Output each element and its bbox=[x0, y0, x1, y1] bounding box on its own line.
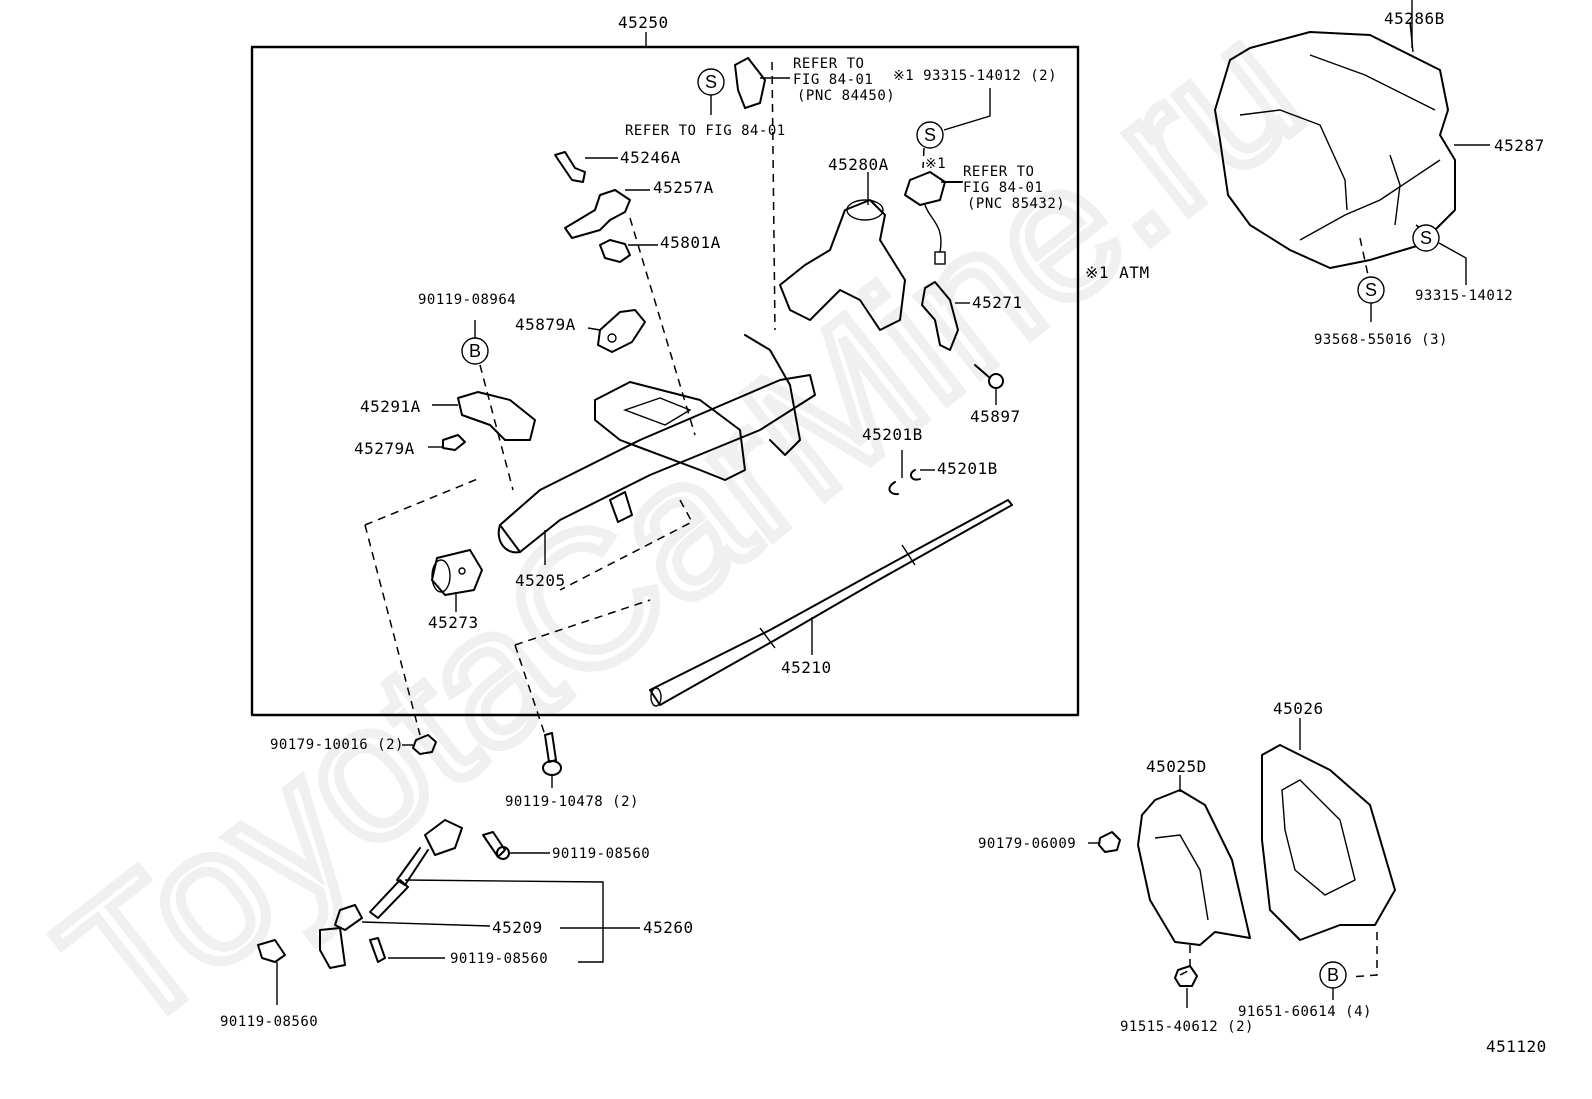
part-label-90119-08964[interactable]: 90119-08964 bbox=[418, 292, 516, 308]
part-label-45210[interactable]: 45210 bbox=[781, 658, 832, 677]
part-label-45273[interactable]: 45273 bbox=[428, 613, 479, 632]
part-label-45801A[interactable]: 45801A bbox=[660, 233, 721, 252]
s-symbol: S bbox=[705, 72, 717, 92]
part-label-45279A[interactable]: 45279A bbox=[354, 439, 415, 458]
key-cylinder-ref: S bbox=[697, 57, 790, 331]
part-45260-intermediate-shaft bbox=[257, 819, 640, 1005]
group-label[interactable]: 45250 bbox=[618, 13, 669, 32]
part-label-45271[interactable]: 45271 bbox=[972, 293, 1023, 312]
ref-top-line1[interactable]: REFER TO bbox=[793, 56, 864, 72]
part-label-45879A[interactable]: 45879A bbox=[515, 315, 576, 334]
part-label-45205[interactable]: 45205 bbox=[515, 571, 566, 590]
group-box-45250: 45250 bbox=[250, 13, 1080, 717]
part-label-45286B[interactable]: 45286B bbox=[1384, 9, 1445, 28]
part-label-45201B-lower[interactable]: 45201B bbox=[937, 459, 998, 478]
part-label-45291A[interactable]: 45291A bbox=[360, 397, 421, 416]
screw-s-symbol-bottom: S bbox=[1357, 237, 1385, 322]
b-symbol: B bbox=[1327, 965, 1339, 985]
part-label-45026[interactable]: 45026 bbox=[1273, 699, 1324, 718]
part-label-45246A[interactable]: 45246A bbox=[620, 148, 681, 167]
note-atm[interactable]: ※1 ATM bbox=[1085, 263, 1150, 282]
fasteners-lower-right: B bbox=[1088, 831, 1347, 1008]
part-label-90119-08560-upper[interactable]: 90119-08560 bbox=[552, 846, 650, 862]
part-45201B-clips bbox=[888, 450, 935, 496]
part-label-45201B-upper[interactable]: 45201B bbox=[862, 425, 923, 444]
part-45280A-housing bbox=[779, 172, 906, 331]
ref-mid-line1[interactable]: REFER TO bbox=[963, 164, 1034, 180]
part-45025D-cover bbox=[1137, 775, 1251, 976]
part-label-45287[interactable]: 45287 bbox=[1494, 136, 1545, 155]
part-label-90119-10478[interactable]: 90119-10478 (2) bbox=[505, 794, 639, 810]
fasteners-lower-left bbox=[402, 732, 562, 788]
part-45879A bbox=[587, 309, 646, 353]
part-label-90179-06009[interactable]: 90179-06009 bbox=[978, 836, 1076, 852]
part-label-45209[interactable]: 45209 bbox=[492, 918, 543, 937]
column-cover-assembly bbox=[1214, 0, 1490, 269]
figure-number: 451120 bbox=[1486, 1037, 1547, 1056]
s-symbol: S bbox=[1365, 280, 1377, 300]
ref-top-left[interactable]: REFER TO FIG 84-01 bbox=[625, 123, 786, 139]
part-45273-bushing bbox=[431, 549, 483, 612]
ref-mid-line3[interactable]: (PNC 85432) bbox=[967, 196, 1065, 212]
ref-top-line3[interactable]: (PNC 84450) bbox=[797, 88, 895, 104]
screw-note-93315[interactable]: ※1 93315-14012 (2) bbox=[893, 68, 1057, 84]
part-45897-bolt bbox=[974, 364, 1004, 405]
part-45205-column-tube bbox=[364, 334, 816, 736]
ref-top-line2[interactable]: FIG 84-01 bbox=[793, 72, 873, 88]
part-label-93315-14012[interactable]: 93315-14012 bbox=[1415, 288, 1513, 304]
part-label-45280A[interactable]: 45280A bbox=[828, 155, 889, 174]
part-label-45257A[interactable]: 45257A bbox=[653, 178, 714, 197]
ref-mid-mark[interactable]: ※1 bbox=[925, 156, 946, 172]
part-45271 bbox=[921, 281, 970, 351]
part-45291A-and-bolt: B bbox=[428, 320, 536, 491]
part-label-90179-10016[interactable]: 90179-10016 (2) bbox=[270, 737, 404, 753]
s-symbol: S bbox=[1420, 228, 1432, 248]
b-symbol: B bbox=[469, 341, 481, 361]
screw-s-symbol-right: S bbox=[1412, 224, 1467, 285]
part-label-45260[interactable]: 45260 bbox=[643, 918, 694, 937]
s-symbol-switch: S bbox=[916, 88, 991, 169]
part-label-91651-60614[interactable]: 91651-60614 (4) bbox=[1238, 1004, 1372, 1020]
part-45210-main-shaft bbox=[514, 499, 1013, 736]
part-label-90119-08560-lower[interactable]: 90119-08560 bbox=[220, 1014, 318, 1030]
switch-ref-part bbox=[904, 171, 963, 265]
parts-45246A-45257A-45801A bbox=[554, 151, 696, 436]
part-label-93568-55016[interactable]: 93568-55016 (3) bbox=[1314, 332, 1448, 348]
ref-mid-line2[interactable]: FIG 84-01 bbox=[963, 180, 1043, 196]
part-label-91515-40612[interactable]: 91515-40612 (2) bbox=[1120, 1019, 1254, 1035]
part-label-45025D[interactable]: 45025D bbox=[1146, 757, 1207, 776]
part-label-90119-08560-middle[interactable]: 90119-08560 bbox=[450, 951, 548, 967]
s-symbol: S bbox=[924, 125, 936, 145]
part-45026-boot bbox=[1261, 718, 1396, 978]
part-label-45897[interactable]: 45897 bbox=[970, 407, 1021, 426]
